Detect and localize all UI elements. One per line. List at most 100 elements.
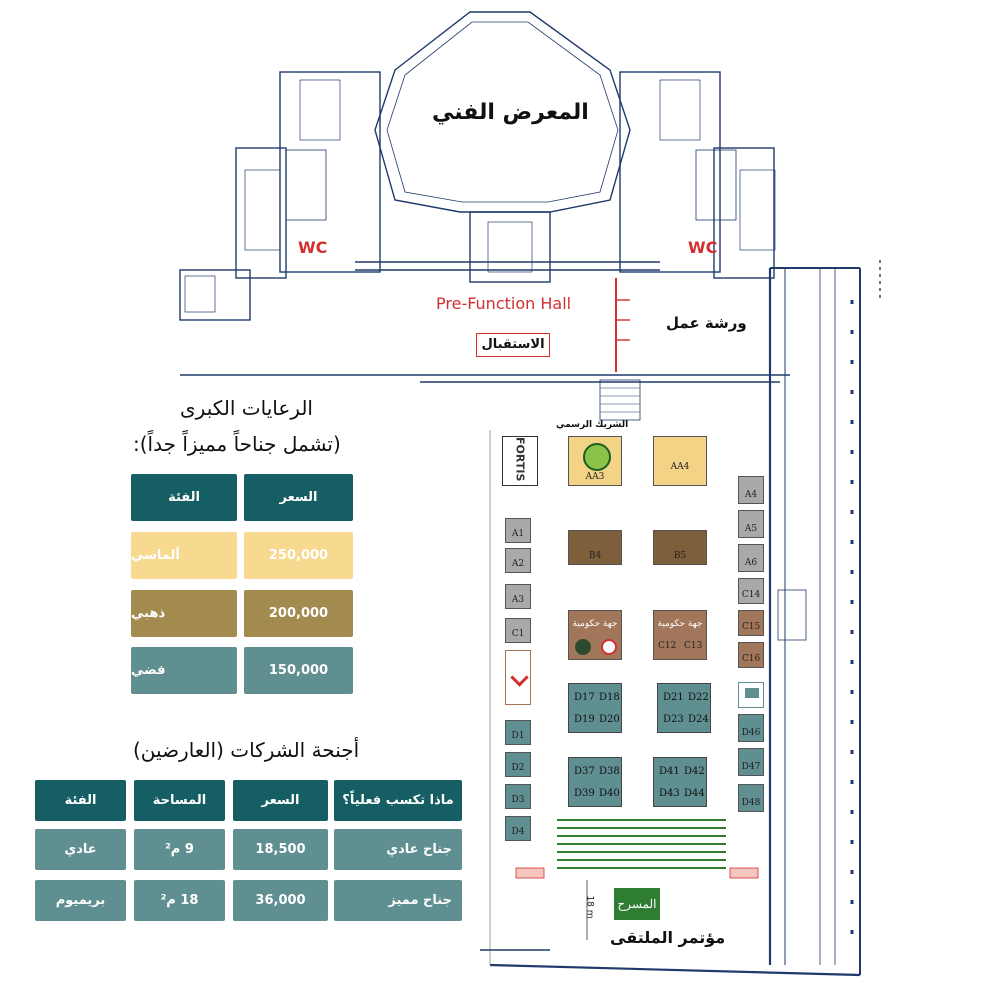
booth-label: C1: [511, 629, 525, 639]
reception-label: الاستقبال: [476, 333, 550, 357]
booth-label: D18: [599, 692, 620, 703]
booth-label: D38: [599, 766, 620, 777]
exhibitors-row2-category: بريميوم: [35, 880, 126, 921]
seal-logo-icon: [583, 443, 611, 471]
booth-label: A5: [744, 524, 758, 534]
booth-label: AA4: [670, 461, 690, 472]
booth-label: D23: [663, 714, 684, 725]
exhibitors-header-price: السعر: [233, 780, 328, 821]
booth-label: C15: [741, 622, 761, 632]
booth-d48[interactable]: D48: [738, 784, 764, 812]
booth-label: D1: [511, 731, 525, 741]
workshop-label: ورشة عمل: [666, 314, 747, 332]
booth-label: D46: [741, 728, 761, 738]
booth-logo-right[interactable]: [738, 682, 764, 708]
booth-c15[interactable]: C15: [738, 610, 764, 636]
booth-c16[interactable]: C16: [738, 642, 764, 668]
booth-grid-d41-d44[interactable]: D41 D42 D43 D44: [653, 757, 707, 807]
booth-c1[interactable]: C1: [505, 618, 531, 643]
booth-label-c12: C12: [658, 641, 677, 651]
booth-label: D21: [663, 692, 684, 703]
booth-b4[interactable]: B4: [568, 530, 622, 565]
booth-a5[interactable]: A5: [738, 510, 764, 538]
wc-right-label: WC: [688, 238, 718, 257]
sponsorship-title: الرعايات الكبرى: [180, 396, 313, 420]
exhibitors-header-category: الفئة: [35, 780, 126, 821]
exhibitors-row1-price: 18,500: [233, 829, 328, 870]
building-logo-icon: [745, 688, 759, 698]
art-gallery-label: المعرض الفني: [432, 100, 589, 125]
booth-d1[interactable]: D1: [505, 720, 531, 745]
exhibitors-row1-gain: جناح عادي: [334, 829, 462, 870]
booth-fortis[interactable]: FORTIS: [502, 436, 538, 486]
booth-c14[interactable]: C14: [738, 578, 764, 604]
booth-a1[interactable]: A1: [505, 518, 531, 543]
exhibitors-row1-category: عادي: [35, 829, 126, 870]
booth-gov-left[interactable]: جهة حكومية: [568, 610, 622, 660]
booth-d46[interactable]: D46: [738, 714, 764, 742]
booth-label: D3: [511, 795, 525, 805]
booth-label: D17: [574, 692, 595, 703]
booth-aa3[interactable]: AA3: [568, 436, 622, 486]
booth-label: B5: [673, 551, 687, 561]
booth-label: C16: [741, 654, 761, 664]
booth-label: D42: [684, 766, 705, 777]
booth-a3[interactable]: A3: [505, 584, 531, 609]
booth-d47[interactable]: D47: [738, 748, 764, 776]
exhibitors-row2-price: 36,000: [233, 880, 328, 921]
booth-label: A3: [511, 595, 525, 605]
booth-label: D40: [599, 788, 620, 799]
sponsorship-price-diamond: 250,000: [244, 532, 353, 579]
emblem-logo-icon: [575, 639, 591, 655]
booth-a6[interactable]: A6: [738, 544, 764, 572]
sponsorship-category-diamond: ألماسي: [131, 532, 237, 579]
conference-label: مؤتمر الملتقى: [610, 928, 726, 947]
booth-label: D41: [659, 766, 680, 777]
booth-label: D22: [688, 692, 709, 703]
exhibitors-header-gain: ماذا تكسب فعلياً؟: [334, 780, 462, 821]
stage-box[interactable]: المسرح: [614, 888, 660, 920]
booth-gov-right[interactable]: جهة حكومية C12 C13: [653, 610, 707, 660]
sponsorship-price-silver: 150,000: [244, 647, 353, 694]
booth-a2[interactable]: A2: [505, 548, 531, 573]
booth-d2[interactable]: D2: [505, 752, 531, 777]
sponsorship-price-gold: 200,000: [244, 590, 353, 637]
exhibitors-row2-area: 18 م²: [134, 880, 225, 921]
booth-b5[interactable]: B5: [653, 530, 707, 565]
booth-label: D19: [574, 714, 595, 725]
exhibitors-row1-area: 9 م²: [134, 829, 225, 870]
booth-d3[interactable]: D3: [505, 784, 531, 809]
exhibitors-row2-gain: جناح مميز: [334, 880, 462, 921]
wc-left-label: WC: [298, 238, 328, 257]
booth-label: D44: [684, 788, 705, 799]
booth-label: D48: [741, 798, 761, 808]
booth-label: C14: [741, 590, 761, 600]
gov-entity-label: جهة حكومية: [572, 619, 618, 629]
booth-label: D24: [688, 714, 709, 725]
booth-label: D39: [574, 788, 595, 799]
booth-label: D47: [741, 762, 761, 772]
booth-label: B4: [588, 551, 602, 561]
booth-aa4[interactable]: AA4: [653, 436, 707, 486]
booth-grid-d21-d24[interactable]: D21 D22 D23 D24: [657, 683, 711, 733]
booth-label: D20: [599, 714, 620, 725]
official-partner-label: الشريك الرسمي: [556, 420, 629, 430]
booth-d4[interactable]: D4: [505, 816, 531, 841]
sponsorship-category-gold: ذهبي: [131, 590, 237, 637]
exhibitors-header-area: المساحة: [134, 780, 225, 821]
booth-label: A2: [511, 559, 525, 569]
booth-label: D4: [511, 827, 525, 837]
booth-a4[interactable]: A4: [738, 476, 764, 504]
exhibitors-title: أجنحة الشركات (العارضين): [133, 738, 360, 762]
booth-grid-d17-d20[interactable]: D17 D18 D19 D20: [568, 683, 622, 733]
booth-logo-left[interactable]: [505, 650, 531, 705]
booth-grid-d37-d40[interactable]: D37 D38 D39 D40: [568, 757, 622, 807]
booth-label: A4: [744, 490, 758, 500]
sponsorship-header-category: الفئة: [131, 474, 237, 521]
sponsorship-subtitle: (تشمل جناحاً مميزاً جداً):: [133, 432, 341, 456]
booth-label: D43: [659, 788, 680, 799]
booth-label: AA3: [585, 472, 605, 482]
dimension-label: 18 m: [584, 895, 595, 919]
crescent-logo-icon: [601, 639, 617, 655]
booth-label: A6: [744, 558, 758, 568]
